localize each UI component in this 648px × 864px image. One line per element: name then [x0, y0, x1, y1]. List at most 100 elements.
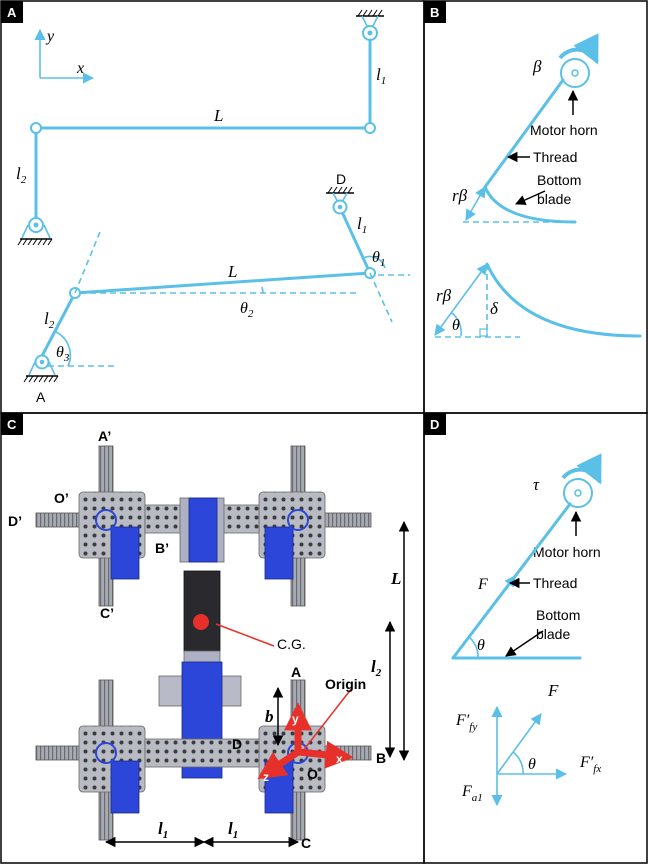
- top-linkage: [34, 38, 372, 220]
- rbeta-arrow-top: [465, 186, 486, 221]
- bottom-blade-line1-d: Bottom: [536, 607, 580, 623]
- panel-c-letter: C: [7, 417, 17, 432]
- ground-support-top: [356, 9, 384, 41]
- F-top-label: F: [477, 576, 488, 593]
- bottom-blade-pointer-d: [505, 630, 544, 657]
- panel-a: A y x l1 L l2 D: [1, 1, 410, 405]
- joint-top-right: [364, 122, 376, 134]
- A-prime-label: A’: [98, 428, 111, 444]
- top-center-servo: [188, 497, 218, 563]
- l2-top-label: l2: [16, 164, 27, 186]
- D-prime-label: D’: [8, 513, 22, 529]
- link-l2-bottom: [40, 291, 77, 358]
- panel-b: B β Motor horn Thread Bottom blade rβ rβ…: [424, 1, 642, 338]
- bottom-blade-pointer-b: [515, 190, 546, 205]
- A-label: A: [36, 389, 46, 405]
- theta3-label: θ3: [56, 344, 70, 364]
- D-label-c: D: [232, 736, 242, 752]
- rbeta-top-label: rβ: [452, 186, 468, 205]
- panel-c: C C.G.: [1, 413, 410, 851]
- panel-b-tag: [424, 1, 446, 23]
- panel-a-tag: [1, 1, 23, 23]
- O-label-c: O: [307, 766, 318, 782]
- bottom-blade-line1-b: Bottom: [537, 172, 581, 188]
- theta2-label: θ2: [240, 300, 254, 320]
- ground-support-a: [23, 354, 59, 383]
- force-f-arrow-bottom: [496, 713, 542, 775]
- O-prime-label: O’: [54, 490, 69, 506]
- b-label: b: [265, 707, 274, 726]
- l2-bottom-label: l2: [44, 309, 55, 331]
- bottom-blade-line2-b: blade: [537, 191, 571, 207]
- controller-board: [183, 570, 221, 652]
- force-f-arrow-top: [487, 575, 516, 614]
- theta-arc-d-top: [468, 636, 479, 659]
- axis-y-label: y: [45, 28, 55, 45]
- frame-y-label: y: [292, 712, 299, 726]
- l1-left-label: l1: [158, 819, 168, 841]
- robot-module-top-left: [35, 445, 153, 607]
- angle-arc-theta3: [55, 331, 72, 367]
- frame-z-axis: [257, 749, 300, 780]
- theta-label-d-top: θ: [477, 637, 485, 654]
- B-label-c: B: [376, 750, 386, 766]
- panel-d-tag: [424, 413, 446, 435]
- origin-pointer: [301, 687, 353, 753]
- thread-label-d: Thread: [533, 575, 577, 591]
- angle-arc-theta2: [261, 286, 264, 294]
- link-l1-bottom: [341, 212, 372, 275]
- panel-d-letter: D: [430, 417, 439, 432]
- Ffy-label: F′fy: [455, 712, 477, 733]
- l2-label: l2: [371, 657, 382, 679]
- panel-d: D τ Motor horn F Thread Bottom blade θ F…: [424, 413, 602, 807]
- panel-a-letter: A: [7, 5, 17, 20]
- cg-marker: [193, 614, 209, 630]
- angle-arc-theta1: [362, 255, 386, 269]
- theta-arc-d-bottom: [512, 751, 524, 775]
- frame-x-axis: [297, 740, 354, 769]
- panel-c-tag: [1, 413, 23, 435]
- C-prime-label: C’: [100, 605, 114, 621]
- Fa1-label: Fa1: [461, 783, 483, 804]
- tau-label: τ: [533, 475, 540, 494]
- L-label: L: [390, 569, 401, 588]
- frame-x-label: x: [336, 752, 343, 766]
- rbeta-arrow-bottom: [434, 263, 488, 336]
- theta-arc-b: [451, 312, 462, 337]
- cg-label: C.G.: [277, 636, 306, 652]
- robot-module-bottom-right: [254, 679, 372, 841]
- frame-z-label: z: [263, 770, 269, 784]
- ground-support-d: [326, 186, 354, 215]
- panel-b-letter: B: [430, 5, 439, 20]
- l1-bottom-label: l1: [357, 214, 367, 236]
- thread-label-b: Thread: [533, 149, 577, 165]
- ground-support-left: [17, 217, 53, 246]
- L-bottom-label: L: [227, 262, 237, 281]
- motor-horn-label-d: Motor horn: [533, 544, 601, 560]
- thread-b: [483, 78, 565, 189]
- bottom-blade-lower-b: [485, 262, 642, 338]
- theta1-label: θ1: [372, 249, 385, 269]
- l1-top-label: l1: [376, 65, 386, 87]
- right-angle-mark: [479, 328, 488, 337]
- robot-module-top-right: [254, 445, 372, 607]
- L-top-label: L: [213, 106, 223, 125]
- Ffx-label: F′fx: [579, 754, 601, 775]
- bottom-blade-line2-d: blade: [536, 626, 570, 642]
- robot-module-bottom-left: [35, 679, 153, 841]
- l1-right-label: l1: [228, 819, 238, 841]
- F-force-label: F: [547, 681, 559, 700]
- theta-label-d-bottom: θ: [528, 756, 536, 773]
- ext-line-l2: [74, 231, 101, 294]
- origin-label: Origin: [325, 676, 366, 692]
- rbeta-bottom-label: rβ: [436, 286, 452, 305]
- tau-rotation-arrow: [561, 453, 602, 485]
- motor-horn-label-b: Motor horn: [530, 122, 598, 138]
- D-label: D: [336, 171, 346, 187]
- B-prime-label: B’: [155, 540, 169, 556]
- beta-label: β: [532, 57, 542, 76]
- joint-top-left: [30, 122, 42, 134]
- cg-pointer: [215, 623, 275, 647]
